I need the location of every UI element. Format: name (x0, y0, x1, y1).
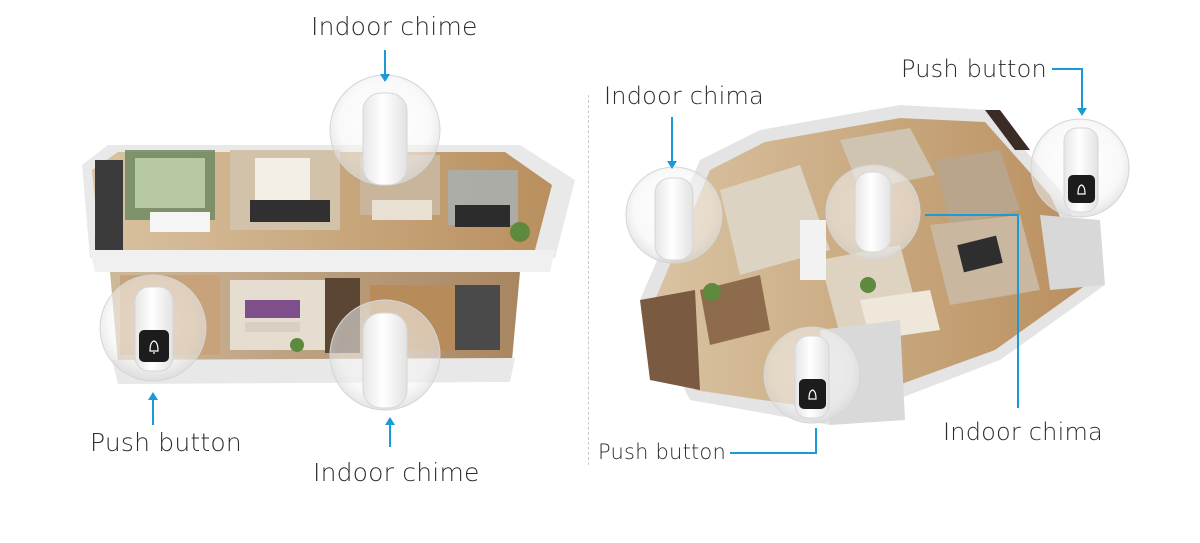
label-left-bottom-chime: Indoor chime (313, 458, 480, 487)
bell-icon (1077, 184, 1086, 195)
leader-right-bottom-push-button (730, 428, 817, 454)
right-left-chime-device (625, 166, 723, 264)
right-center-chime-device (825, 164, 921, 260)
label-right-bottom-push-button: Push button (598, 440, 726, 464)
panel-divider (588, 95, 589, 465)
left-house-illustration (82, 145, 575, 384)
arrowhead-up-icon (385, 417, 395, 425)
left-push-button-device (99, 274, 207, 382)
arrowhead-down-icon (667, 161, 677, 169)
bell-icon (149, 340, 159, 354)
right-top-push-button-device (1030, 118, 1130, 218)
left-bottom-chime-device (329, 299, 441, 411)
left-top-chime-device (329, 74, 441, 186)
leader-right-center-chime (925, 214, 1019, 408)
label-right-top-push-button: Push button (901, 55, 1047, 83)
right-bottom-push-button-device (763, 326, 861, 424)
label-left-push-button: Push button (90, 428, 242, 457)
label-right-center-chime: Indoor chima (943, 418, 1103, 446)
arrowhead-up-icon (148, 392, 158, 400)
arrow-right-top-push-button (1052, 68, 1083, 110)
bell-icon (808, 389, 817, 400)
label-left-top-chime: Indoor chime (311, 12, 478, 41)
leader-lines (148, 50, 1087, 454)
right-floorplan-illustration (640, 105, 1105, 425)
arrowhead-down-icon (1077, 108, 1087, 116)
arrowhead-down-icon (380, 74, 390, 82)
label-right-left-chime: Indoor chima (604, 82, 764, 110)
